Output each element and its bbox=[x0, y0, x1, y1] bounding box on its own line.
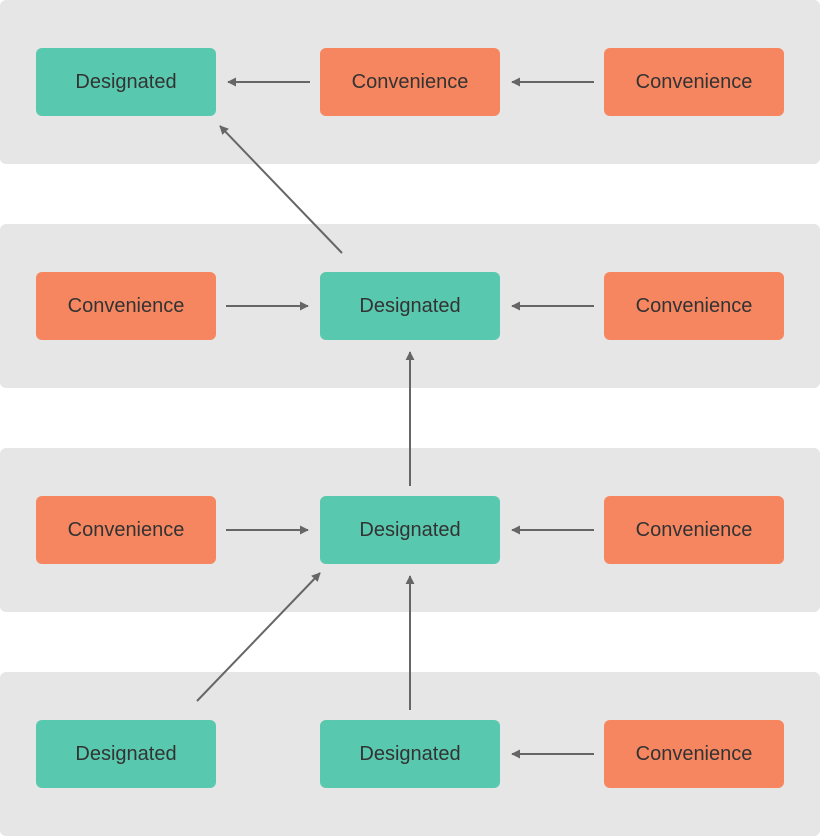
designated-node-r4c2: Designated bbox=[320, 720, 500, 788]
convenience-node-r1c2: Convenience bbox=[320, 48, 500, 116]
designated-node-r4c1: Designated bbox=[36, 720, 216, 788]
designated-node-r2c2: Designated bbox=[320, 272, 500, 340]
convenience-node-r2c1: Convenience bbox=[36, 272, 216, 340]
convenience-node-r1c3: Convenience bbox=[604, 48, 784, 116]
convenience-node-r2c3: Convenience bbox=[604, 272, 784, 340]
convenience-node-r3c3: Convenience bbox=[604, 496, 784, 564]
designated-node-r3c2: Designated bbox=[320, 496, 500, 564]
designated-node-r1c1: Designated bbox=[36, 48, 216, 116]
convenience-node-r4c3: Convenience bbox=[604, 720, 784, 788]
convenience-node-r3c1: Convenience bbox=[36, 496, 216, 564]
